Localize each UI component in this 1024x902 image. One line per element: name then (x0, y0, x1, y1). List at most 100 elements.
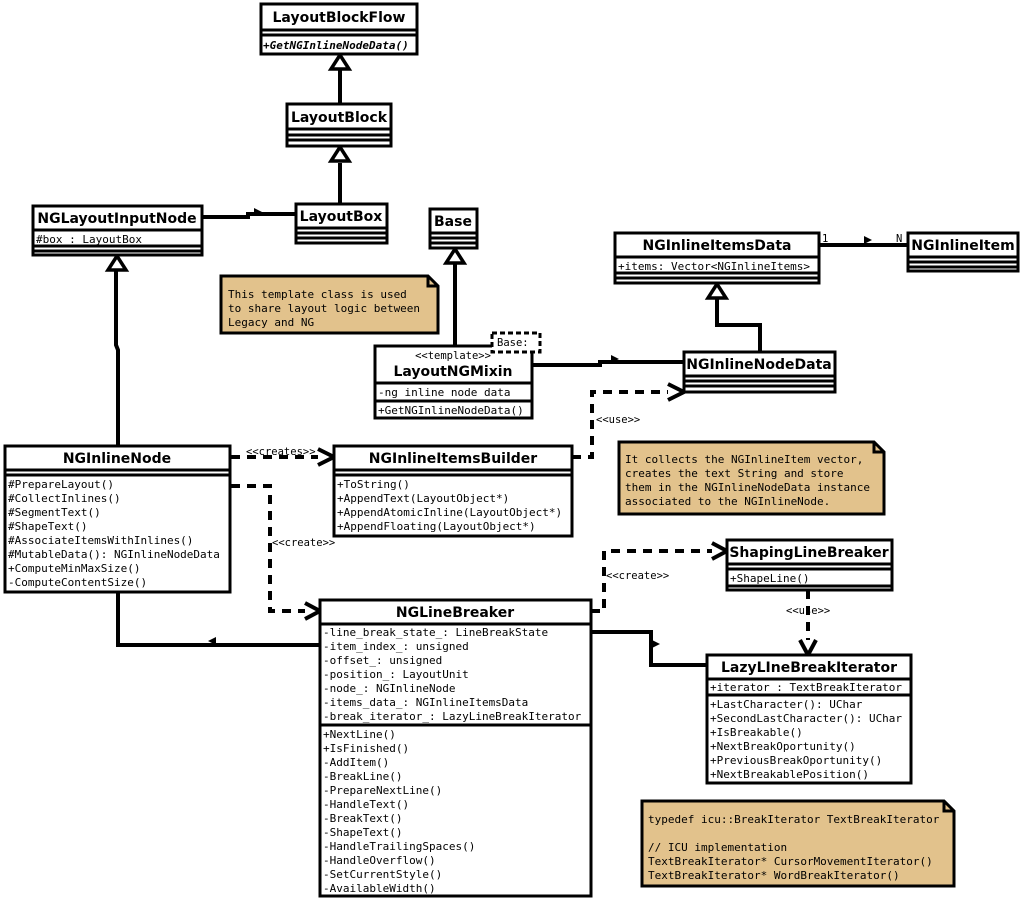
class-attribute: -ng inline node data (378, 386, 510, 399)
class-method: +NextBreakOportunity() (710, 740, 856, 753)
note-line: them in the NGInlineNodeData instance (625, 481, 870, 494)
class-attribute: -break_iterator_: LazyLineBreakIterator (323, 710, 582, 723)
class-method: -ShapeText() (323, 826, 402, 839)
class-method: +SecondLastCharacter(): UChar (710, 712, 902, 725)
label-mult-n: N (896, 233, 902, 245)
class-method: #SegmentText() (8, 506, 101, 519)
class-base: Base (428, 207, 479, 250)
class-nglayoutinputnode: NGLayoutInputNode #box : LayoutBox (31, 204, 204, 257)
nav-arrow-mixin-nodedata (611, 355, 619, 363)
class-name: LayoutBlock (291, 110, 388, 126)
attribute-list: -line_break_state_: LineBreakState -item… (323, 626, 582, 723)
note-line: Legacy and NG (228, 316, 314, 329)
class-attribute: -items_data_: NGInlineItemsData (323, 696, 528, 709)
note-line: // ICU implementation (648, 841, 787, 854)
class-method: +GetNGInlineNodeData() (378, 404, 524, 417)
class-attribute: -offset_: unsigned (323, 654, 442, 667)
generalization-head-itemsdata (704, 280, 730, 300)
class-method: +ToString() (337, 478, 410, 491)
note-line: typedef icu::BreakIterator TextBreakIter… (648, 813, 940, 826)
label-create-2: <<create>> (606, 570, 669, 582)
class-method: +AppendFloating(LayoutObject*) (337, 520, 536, 533)
class-name: LayoutBlockFlow (273, 10, 406, 26)
class-method: #PrepareLayout() (8, 478, 114, 491)
class-layoutblockflow: LayoutBlockFlow +GetNGInlineNodeData() (259, 2, 419, 56)
edge-mixin-to-nodedata (533, 360, 684, 367)
label-creates: <<creates>> (246, 446, 316, 458)
class-attribute: +items: Vector<NGInlineItems> (618, 260, 810, 273)
label-use-2: <<use>> (786, 605, 830, 617)
note-line: creates the text String and store (625, 467, 844, 480)
class-method: +ShapeLine() (730, 572, 809, 585)
class-stereotype: <<template>> (415, 350, 491, 362)
class-method: +IsBreakable() (710, 726, 803, 739)
template-parameter-box (490, 331, 542, 354)
note-line: to share layout logic between (228, 302, 420, 315)
method-list: +NextLine() +IsFinished() -AddItem() -Br… (323, 728, 475, 895)
class-method: #AssociateItemsWithInlines() (8, 534, 193, 547)
class-name: NGLineBreaker (396, 605, 514, 621)
class-method: +ComputeMinMaxSize() (8, 562, 140, 575)
generalization-head-base (442, 245, 468, 265)
class-name: NGLayoutInputNode (37, 211, 196, 227)
edge-nodedata-to-itemsdata (715, 297, 762, 352)
class-name: LayoutBox (300, 209, 383, 225)
class-nginlineitemsdata: NGInlineItemsData +items: Vector<NGInlin… (613, 231, 821, 285)
dep-head-builder (317, 447, 339, 467)
dep-head-nodedata (667, 382, 689, 402)
edge-inlinenode-to-inputnode (114, 271, 120, 445)
class-method: -BreakLine() (323, 770, 402, 783)
class-method: -HandleOverflow() (323, 854, 436, 867)
class-name: Base (434, 214, 472, 230)
class-nginlineitemsbuilder: NGInlineItemsBuilder +ToString() +Append… (332, 444, 574, 538)
class-shapinglinebreaker: ShapingLineBreaker +ShapeLine() (725, 538, 894, 592)
class-method: +PreviousBreakOportunity() (710, 754, 882, 767)
edge-linebreaker-to-inlinenode (116, 592, 320, 647)
dep-head-linebreaker (304, 601, 325, 621)
class-method: #ShapeText() (8, 520, 87, 533)
edge-linebreaker-create-shaping (591, 549, 712, 613)
label-create-1: <<create>> (272, 537, 335, 549)
class-layoutblock: LayoutBlock (285, 102, 393, 148)
class-layoutngmixin: Base: <<template>> LayoutNGMixin -ng inl… (373, 331, 542, 420)
class-lazylinebreakiterator: LazyLIneBreakIterator +iterator : TextBr… (705, 653, 913, 785)
edge-builder-use-nodedata (572, 390, 668, 459)
class-name: LazyLIneBreakIterator (721, 660, 897, 676)
class-method: +LastCharacter(): UChar (710, 698, 863, 711)
label-use-1: <<use>> (596, 414, 640, 426)
class-method: -HandleTrailingSpaces() (323, 840, 475, 853)
class-name: NGInlineItem (911, 238, 1014, 254)
note-line: TextBreakIterator* WordBreakIterator() (648, 869, 900, 882)
note-line: TextBreakIterator* CursorMovementIterato… (648, 855, 933, 868)
note-line: It collects the NGInlineItem vector, (625, 453, 863, 466)
class-method: #MutableData(): NGInlineNodeData (8, 548, 220, 561)
class-nginlineitem: NGInlineItem (906, 231, 1020, 273)
edge-linebreaker-to-lazyiterator (591, 630, 707, 667)
class-method: -HandleText() (323, 798, 409, 811)
class-attribute: -node_: NGInlineNode (323, 682, 455, 695)
class-layoutbox: LayoutBox (294, 202, 389, 245)
note-icu: typedef icu::BreakIterator TextBreakIter… (640, 799, 956, 888)
class-method: +GetNGInlineNodeData() (263, 39, 409, 52)
template-parameter: Base: (497, 337, 529, 349)
note-collect: It collects the NGInlineItem vector, cre… (617, 440, 886, 516)
class-nginlinenode: NGInlineNode #PrepareLayout() #CollectIn… (3, 444, 232, 594)
class-method: +IsFinished() (323, 742, 409, 755)
nav-arrow-linebreaker-lazyiterator (652, 640, 660, 648)
class-name: NGInlineItemsData (643, 238, 792, 254)
class-attribute: #box : LayoutBox (36, 233, 142, 246)
class-name: LayoutNGMixin (393, 364, 512, 380)
class-name: NGInlineItemsBuilder (369, 451, 538, 467)
class-name: NGInlineNodeData (686, 357, 832, 373)
class-method: #CollectInlines() (8, 492, 121, 505)
edge-labels: <<creates>> <<create>> <<use>> <<create>… (246, 233, 902, 617)
generalization-head-inputnode (104, 252, 130, 272)
class-nginlinenodedata: NGInlineNodeData (682, 350, 837, 394)
note-template: This template class is used to share lay… (219, 274, 440, 335)
class-attribute: -item_index_: unsigned (323, 640, 469, 653)
edge-inputnode-to-layoutbox (203, 212, 295, 219)
edge-inlinenode-create-linebreaker (231, 484, 305, 613)
class-attribute: -line_break_state_: LineBreakState (323, 626, 548, 639)
class-method: +NextBreakablePosition() (710, 768, 869, 781)
